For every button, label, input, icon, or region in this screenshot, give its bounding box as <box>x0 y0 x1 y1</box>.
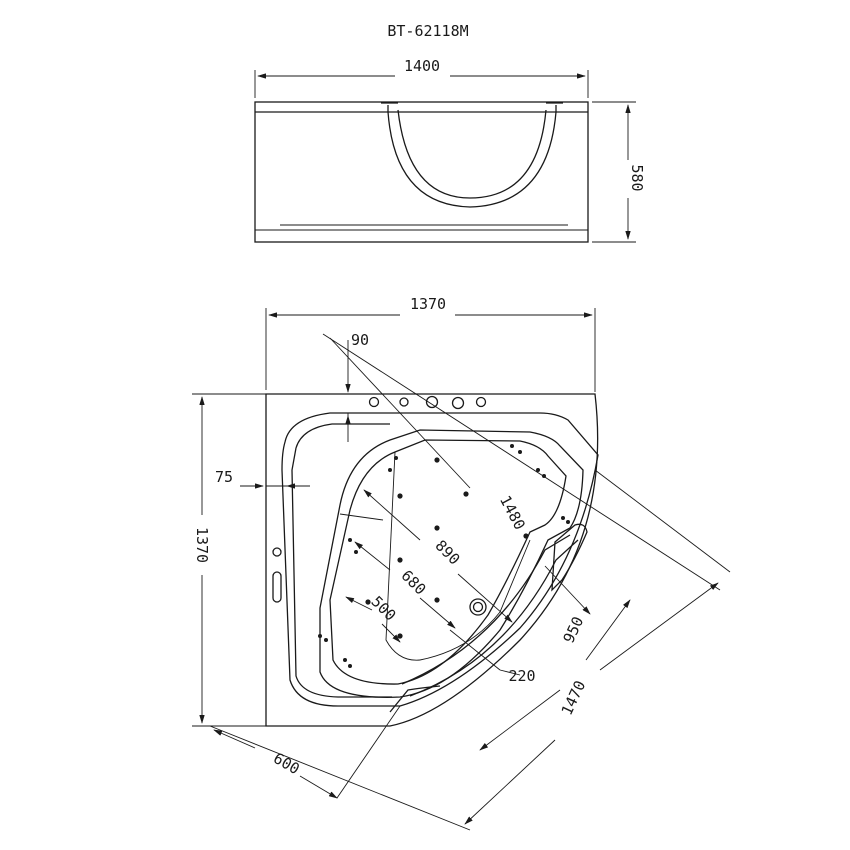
model-title: BT-62118M <box>387 22 468 40</box>
headrest <box>551 523 588 592</box>
dim-600: 600 <box>270 749 302 778</box>
dim-1480: 1480 <box>496 492 529 532</box>
control-buttons <box>368 395 487 410</box>
dim-890: 890 <box>432 537 464 569</box>
dim-680: 680 <box>398 567 430 599</box>
rim-width-label: 90 <box>351 331 369 349</box>
side-view: 1400 580 <box>254 57 646 243</box>
side-handle <box>272 571 282 603</box>
top-width-label: 1370 <box>410 295 446 313</box>
drain-icon <box>469 598 487 616</box>
side-basin-profile <box>387 105 557 208</box>
top-height-label: 1370 <box>193 527 211 563</box>
dim-1470: 1470 <box>558 678 590 718</box>
tub-outline <box>265 393 599 727</box>
side-width-label: 1400 <box>404 57 440 75</box>
dim-220: 220 <box>508 667 535 685</box>
dim-500: 500 <box>368 593 400 625</box>
basin-outer <box>319 429 584 698</box>
tub-rim <box>281 412 599 707</box>
side-height-label: 580 <box>628 164 646 191</box>
top-view: 1370 1370 <box>192 295 731 831</box>
massage-jets <box>318 444 570 668</box>
dim-950: 950 <box>560 614 588 646</box>
side-button <box>272 547 282 557</box>
side-view-body <box>254 101 589 243</box>
basin-inner <box>329 439 567 685</box>
side-width-label-75: 75 <box>215 468 233 486</box>
